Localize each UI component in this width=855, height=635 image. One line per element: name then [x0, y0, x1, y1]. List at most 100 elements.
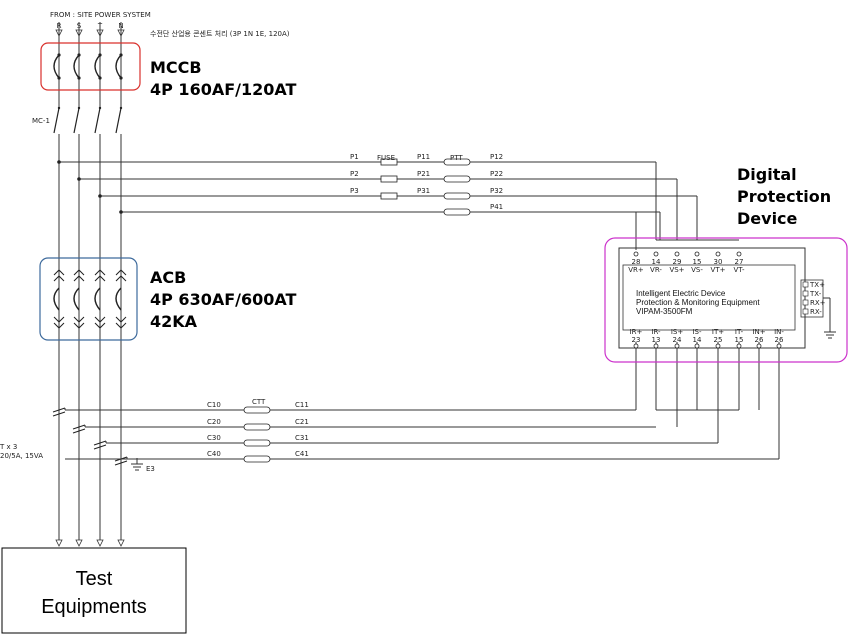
mccb-contact	[77, 76, 81, 80]
comm-terminal	[802, 299, 809, 306]
acb-secondary-disconnect	[73, 316, 85, 329]
mccb-name: MCCB	[150, 58, 202, 77]
comm-label: TX+	[809, 281, 825, 289]
ct-coil	[93, 440, 107, 450]
top-terminal	[674, 251, 680, 257]
mccb-contact	[57, 76, 61, 80]
ct-label-in: C10	[207, 401, 221, 409]
mccb-pole	[53, 54, 60, 79]
bottom-terminal-number: 14	[693, 336, 702, 344]
ct-label-out: C21	[295, 418, 309, 426]
top-terminal	[653, 251, 659, 257]
acb-pole	[94, 287, 101, 311]
mc-contact	[115, 107, 122, 134]
acb-breaking-capacity: 42KA	[150, 312, 198, 331]
mc-contact-dot	[119, 106, 123, 110]
mccb-rating: 4P 160AF/120AT	[150, 80, 297, 99]
bottom-terminal	[715, 343, 721, 349]
top-terminal-label: VT-	[734, 266, 745, 274]
device-line-3: VIPAM-3500FM	[636, 307, 693, 316]
device-heading-2: Protection	[737, 187, 831, 206]
fuse-symbol	[380, 192, 398, 200]
comm-label: RX+	[810, 299, 826, 307]
device-terminals: 28VR+14VR-29VS+15VS-30VT+27VT-IR+23IR-13…	[628, 251, 784, 349]
bottom-terminal-number: 25	[714, 336, 723, 344]
mccb-breaker	[40, 42, 141, 91]
mccb-contact	[98, 53, 102, 57]
bottom-terminal	[756, 343, 762, 349]
load-arrow	[75, 539, 83, 547]
device-line-2: Protection & Monitoring Equipment	[636, 298, 760, 307]
bottom-terminal-label: IN+	[752, 328, 765, 336]
mc-label: MC-1	[32, 117, 50, 125]
bottom-terminal-number: 23	[632, 336, 641, 344]
bottom-terminal-number: 24	[673, 336, 682, 344]
acb-primary-disconnect	[73, 269, 85, 282]
ctt-label: CTT	[252, 398, 266, 406]
source-label: FROM : SITE POWER SYSTEM	[50, 11, 151, 19]
device-heading-3: Device	[737, 209, 798, 228]
comm-terminal	[802, 308, 809, 315]
ct-label-in: C20	[207, 418, 221, 426]
mccb-contact	[57, 53, 61, 57]
bottom-terminal-number: 15	[735, 336, 744, 344]
ctt-symbol	[243, 455, 271, 463]
acb-secondary-disconnect	[53, 316, 65, 329]
comm-label: TX-	[809, 290, 822, 298]
pt-label-right: P12	[490, 153, 503, 161]
mc-contact-dot	[77, 106, 81, 110]
bottom-terminal	[674, 343, 680, 349]
top-terminal-label: VS+	[669, 266, 684, 274]
mccb-pole	[94, 54, 101, 79]
acb-secondary-disconnect	[115, 316, 127, 329]
bottom-terminal-label: IN-	[774, 328, 784, 336]
ptt-symbol	[443, 192, 471, 200]
ctt-symbol	[243, 406, 271, 414]
ct-label-2: 20/5A, 15VA	[0, 452, 43, 460]
ct-label-in: C40	[207, 450, 221, 458]
fuse-symbol	[380, 175, 398, 183]
ptt-symbol	[443, 158, 471, 166]
pt-tap	[77, 177, 81, 181]
pt-label-right: P22	[490, 170, 503, 178]
load-arrows	[55, 539, 125, 547]
top-terminal-number: 29	[673, 258, 682, 266]
ptt-symbol	[443, 175, 471, 183]
comm-port: TX+TX-RX+RX-	[802, 281, 826, 316]
mc-contact-dot	[98, 106, 102, 110]
pt-label-right: P32	[490, 187, 503, 195]
ct-coil	[72, 424, 86, 434]
top-terminal-label: VS-	[691, 266, 703, 274]
bottom-terminal-label: IR+	[630, 328, 643, 336]
bottom-terminal-label: IS+	[671, 328, 684, 336]
top-terminal	[715, 251, 721, 257]
ct-label-in: C30	[207, 434, 221, 442]
ptt-symbol	[443, 208, 471, 216]
acb-breaker	[39, 257, 138, 341]
pt-label-in: P3	[350, 187, 359, 195]
bottom-terminal-label: IS-	[692, 328, 702, 336]
mc-contact	[53, 107, 60, 134]
mccb-pole	[73, 54, 80, 79]
earth-symbol	[131, 458, 143, 471]
bottom-terminal	[736, 343, 742, 349]
fuse-symbol	[380, 158, 398, 166]
ct-label-out: C31	[295, 434, 309, 442]
protection-device	[604, 237, 848, 363]
pt-label-in: P1	[350, 153, 359, 161]
pt-label-out: P11	[417, 153, 430, 161]
mc-contact	[94, 107, 101, 134]
top-terminal-number: 15	[693, 258, 702, 266]
bottom-terminal-label: IR-	[651, 328, 661, 336]
pt-label-right: P41	[490, 203, 503, 211]
pt-tap	[119, 210, 123, 214]
acb-primary-disconnect	[115, 269, 127, 282]
mccb-contact	[98, 76, 102, 80]
ptt-label: PTT	[450, 154, 463, 162]
top-terminal-number: 27	[735, 258, 744, 266]
main-busbars	[58, 22, 122, 540]
comm-terminal	[802, 281, 809, 288]
device-line-1: Intelligent Electric Device	[636, 289, 726, 298]
